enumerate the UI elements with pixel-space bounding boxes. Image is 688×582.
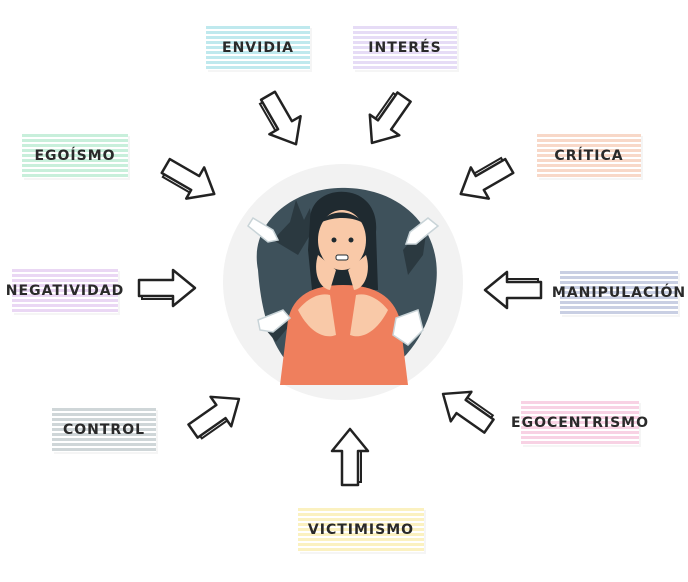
arrow-icon [430, 376, 502, 443]
reaching-hand-icon [247, 216, 280, 243]
reaching-hand-icon [392, 309, 424, 346]
reaching-hand-icon [257, 309, 292, 333]
label-control: CONTROL [52, 408, 156, 452]
arrow-icon [154, 148, 226, 213]
arrow-icon [330, 427, 370, 487]
arrow-icon [250, 84, 315, 156]
label-egoismo: EGOÍSMO [22, 134, 128, 178]
label-interes: INTERÉS [353, 26, 457, 70]
label-critica: CRÍTICA [537, 134, 641, 178]
label-negatividad: NEGATIVIDAD [6, 269, 123, 313]
hand-icon [348, 255, 368, 290]
label-envidia: ENVIDIA [206, 26, 310, 70]
reaching-hand-icon [404, 217, 440, 245]
label-manipulacion: MANIPULACIÓN [552, 271, 685, 315]
woman-scared-illustration [218, 160, 468, 405]
label-egocentrismo: EGOCENTRISMO [511, 401, 648, 445]
arrow-icon [449, 148, 521, 213]
hand-icon [316, 255, 336, 290]
arrow-icon [483, 270, 543, 310]
label-victimismo: VICTIMISMO [298, 508, 424, 552]
shirt [280, 285, 408, 385]
arrow-icon [354, 84, 421, 156]
face [318, 210, 366, 270]
shadow-hand-icon [273, 200, 313, 255]
arrow-icon [137, 268, 197, 308]
arrow-icon [180, 381, 252, 448]
